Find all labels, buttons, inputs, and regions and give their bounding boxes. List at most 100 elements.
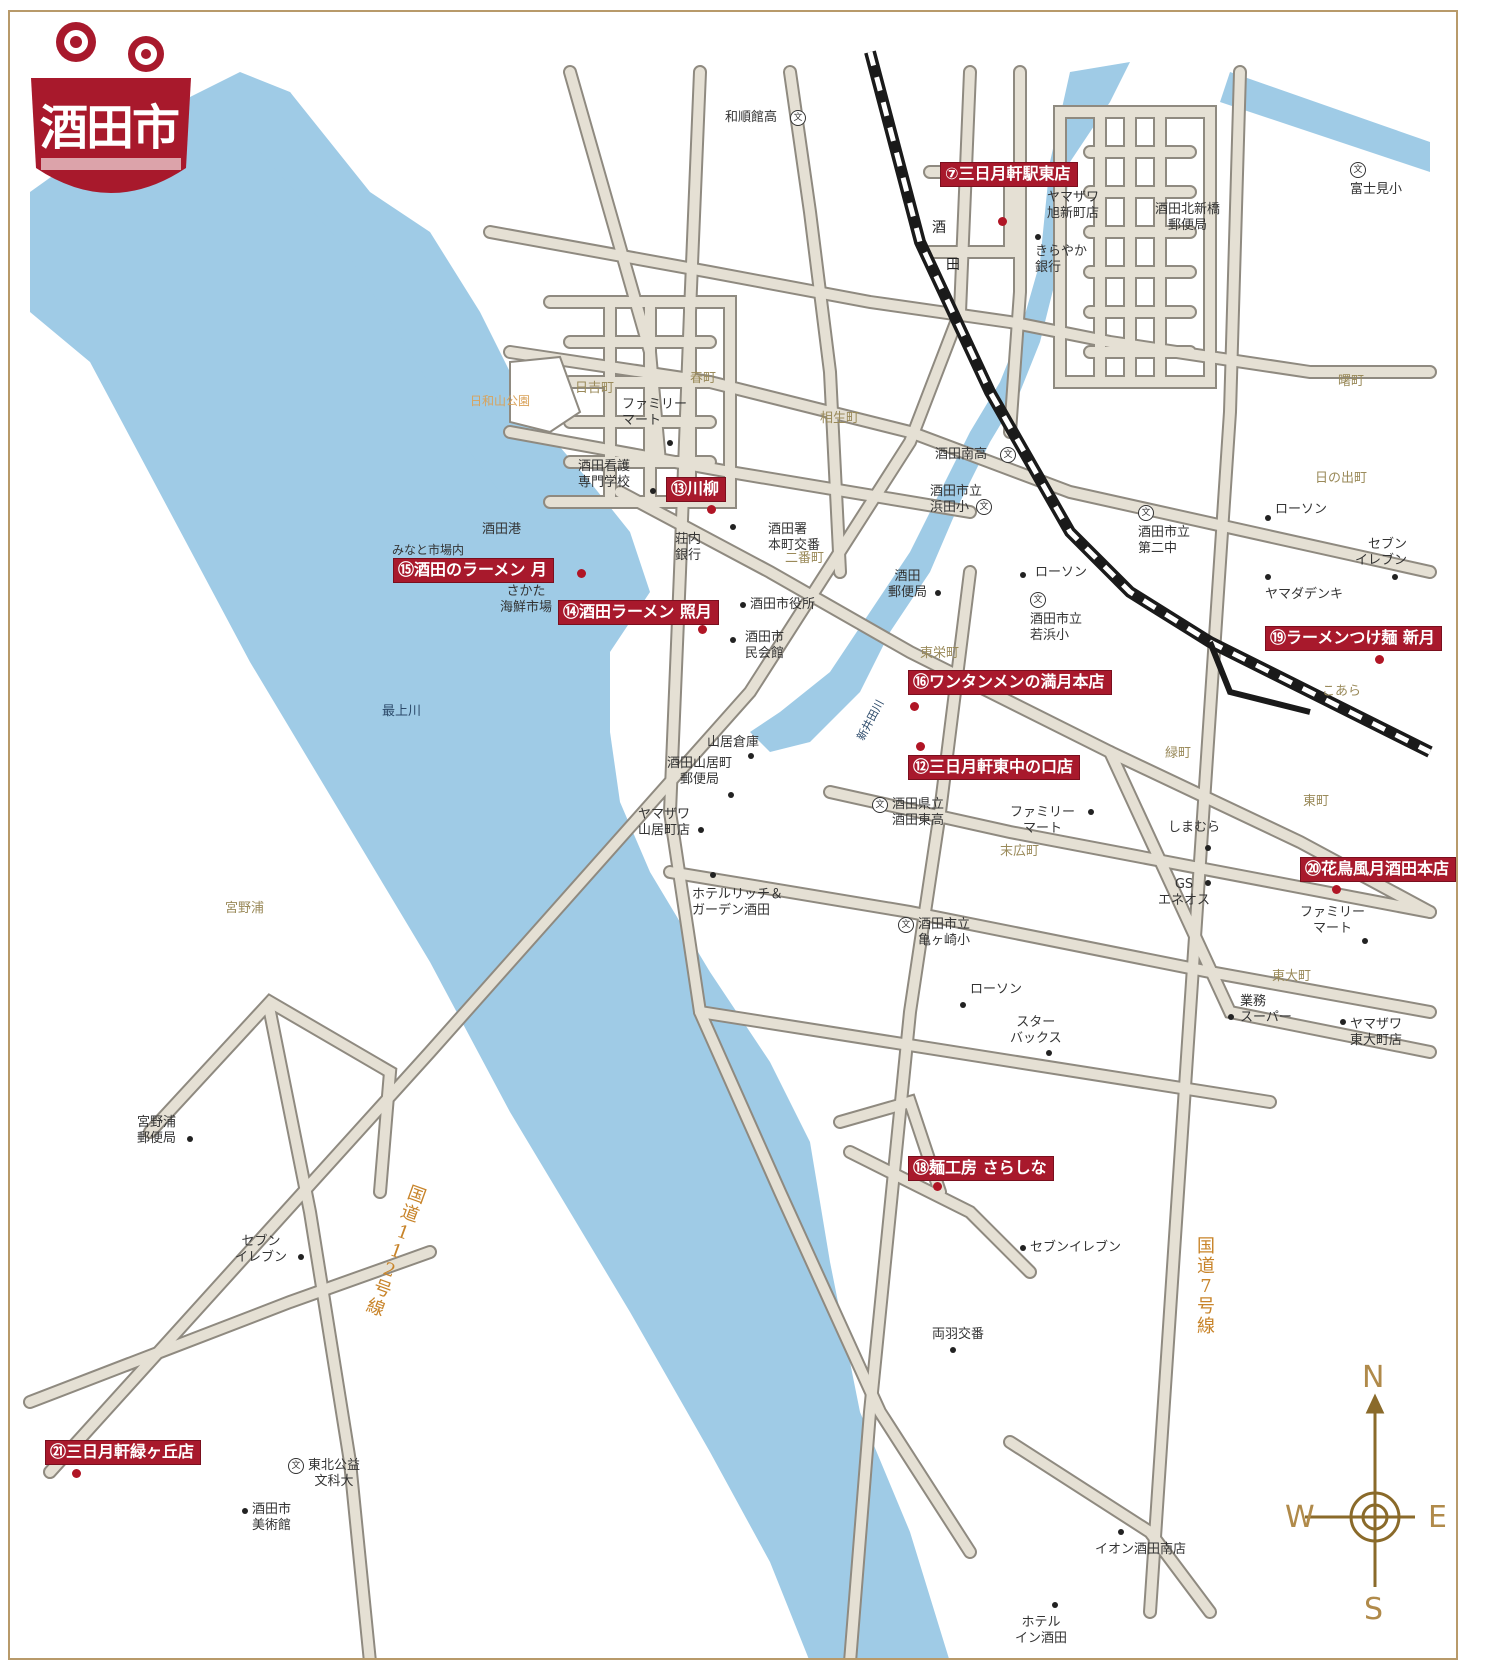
landmark-marker xyxy=(650,488,656,494)
shop-78-label[interactable]: ⑱麺工房 さらしな xyxy=(908,1156,1054,1181)
shop-74-marker[interactable] xyxy=(698,625,707,634)
district-higashiomachi: 東大町 xyxy=(1272,969,1312,984)
landmark-marker xyxy=(1205,880,1211,886)
shop-81-label[interactable]: ㉑三日月軒緑ヶ丘店 xyxy=(45,1440,202,1465)
landmark-yamazawa-higashiomachi: ヤマザワ 東大町店 xyxy=(1350,1017,1403,1048)
landmark-ryou-koban: 両羽交番 xyxy=(932,1327,985,1342)
shop-81-marker[interactable] xyxy=(72,1469,81,1478)
landmark-miyanoura-post: 宮野浦 郵便局 xyxy=(137,1115,177,1146)
shop-73-marker[interactable] xyxy=(707,505,716,514)
landmark-marker xyxy=(1228,1014,1234,1020)
landmark-marker xyxy=(698,827,704,833)
landmark-wajunkan-high: 和順館高 xyxy=(725,110,778,125)
map-canvas xyxy=(23,50,1437,1658)
landmark-fujimi-elem: 富士見小 xyxy=(1350,182,1403,197)
school-icon: 文 xyxy=(872,797,888,813)
shop-76-marker[interactable] xyxy=(910,702,919,711)
school-icon: 文 xyxy=(1030,592,1046,608)
landmark-hotel-rich: ホテルリッチ＆ ガーデン酒田 xyxy=(692,887,784,918)
shop-77-label[interactable]: ⑦三日月軒駅東店 xyxy=(940,162,1078,187)
shop-74-label[interactable]: ⑭酒田ラーメン 照月 xyxy=(558,600,719,625)
map-frame: 酒田市 酒 田 最上川 新井田川 日和山公園 日吉町 春町 相生町 二番町 東栄… xyxy=(8,10,1458,1660)
district-toeicho: 東栄町 xyxy=(920,646,960,661)
school-icon: 文 xyxy=(1350,162,1366,178)
landmark-marker xyxy=(728,792,734,798)
sakata-city-logo: 酒田市 xyxy=(26,18,196,208)
landmark-familymart-1: ファミリー マート xyxy=(622,397,688,428)
landmark-city-hall: 酒田市役所 xyxy=(750,597,816,612)
landmark-familymart-3: ファミリー マート xyxy=(1300,905,1366,936)
landmark-marker xyxy=(1265,515,1271,521)
station-label-1: 酒 xyxy=(932,220,946,236)
landmark-kaisen-market: さかた 海鮮市場 xyxy=(500,584,553,615)
landmark-yamada-denki: ヤマダデンキ xyxy=(1265,587,1344,602)
school-icon: 文 xyxy=(976,499,992,515)
landmark-yamazawa-asahi: ヤマザワ 旭新町店 xyxy=(1047,190,1100,221)
landmark-marker xyxy=(1205,845,1211,851)
landmark-seven-3: セブンイレブン xyxy=(1030,1240,1122,1255)
landmark-marker xyxy=(1020,572,1026,578)
landmark-art-museum: 酒田市 美術館 xyxy=(252,1502,292,1533)
landmark-kitashinbashi-post: 酒田北新橋 郵便局 xyxy=(1155,202,1221,233)
shop-79-label[interactable]: ⑲ラーメンつけ麺 新月 xyxy=(1265,626,1442,651)
landmark-shimamura: しまむら xyxy=(1168,820,1221,835)
landmark-marker xyxy=(242,1508,248,1514)
landmark-marker xyxy=(960,1002,966,1008)
landmark-marker xyxy=(748,753,754,759)
landmark-marker xyxy=(1340,1019,1346,1025)
compass-north: N xyxy=(1362,1360,1385,1395)
route-7-label: 国道7号線 xyxy=(1197,1236,1215,1337)
shop-72-marker[interactable] xyxy=(916,742,925,751)
landmark-marker xyxy=(710,872,716,878)
landmark-starbucks: スター バックス xyxy=(1010,1015,1062,1046)
school-icon: 文 xyxy=(288,1458,304,1474)
river-mogami: 最上川 xyxy=(382,704,422,719)
shop-80-marker[interactable] xyxy=(1332,885,1341,894)
landmark-hamada-elem: 酒田市立 浜田小 xyxy=(930,484,983,515)
shop-75-label[interactable]: ⑮酒田のラーメン 月 xyxy=(393,558,554,583)
railway-line xyxy=(864,50,1433,758)
district-hiyoshicho: 日吉町 xyxy=(575,381,615,396)
compass-east: E xyxy=(1428,1500,1447,1535)
landmark-marker xyxy=(730,524,736,530)
landmark-seven-2: セブン イレブン xyxy=(235,1234,288,1265)
shop-77-marker[interactable] xyxy=(998,217,1007,226)
shop-72-label[interactable]: ⑫三日月軒東中の口店 xyxy=(908,755,1081,780)
landmark-lawson-3: ローソン xyxy=(970,982,1023,997)
landmark-daini-junior: 酒田市立 第二中 xyxy=(1138,525,1191,556)
district-harumachi: 春町 xyxy=(690,371,717,386)
railway-branch xyxy=(1207,640,1311,715)
landmark-police-koban: 酒田署 本町交番 xyxy=(768,522,821,553)
landmark-hotel-inn: ホテル イン酒田 xyxy=(1015,1615,1068,1646)
district-higashicho: 東町 xyxy=(1303,794,1330,809)
shop-78-marker[interactable] xyxy=(933,1182,942,1191)
road-fill xyxy=(25,67,1435,1658)
shop-80-label[interactable]: ⑳花鳥風月酒田本店 xyxy=(1300,857,1456,882)
district-suehirocho: 末広町 xyxy=(1000,844,1040,859)
compass-south: S xyxy=(1364,1592,1384,1627)
landmark-civic-hall: 酒田市 民会館 xyxy=(745,630,785,661)
landmark-marker xyxy=(1052,1602,1058,1608)
shop-75-marker[interactable] xyxy=(577,569,586,578)
landmark-sakata-post: 酒田 郵便局 xyxy=(888,569,928,600)
shop-79-marker[interactable] xyxy=(1375,655,1384,664)
logo-graphic xyxy=(31,22,191,193)
school-icon: 文 xyxy=(898,917,914,933)
compass-west: W xyxy=(1285,1500,1315,1535)
landmark-higashi-high: 酒田県立 酒田東高 xyxy=(892,797,945,828)
landmark-sankyo-post: 酒田山居町 郵便局 xyxy=(667,756,733,787)
shop-76-label[interactable]: ⑯ワンタンメンの満月本店 xyxy=(908,670,1112,695)
district-koara: こあら xyxy=(1322,684,1362,699)
landmark-familymart-2: ファミリー マート xyxy=(1010,805,1076,836)
station-label-2: 田 xyxy=(946,257,960,273)
landmark-sankyo-soko: 山居倉庫 xyxy=(707,735,760,750)
shop-73-label[interactable]: ⑬川柳 xyxy=(666,477,727,502)
district-hinodecho: 日の出町 xyxy=(1315,471,1368,486)
landmark-seven-1: セブン イレブン xyxy=(1355,537,1408,568)
landmark-minato-market: みなと市場内 xyxy=(392,543,465,557)
landmark-marker xyxy=(1118,1529,1124,1535)
district-aioicho: 相生町 xyxy=(820,411,860,426)
landmark-lawson-2: ローソン xyxy=(1275,502,1328,517)
compass-rose xyxy=(1305,1393,1415,1587)
landmark-marker xyxy=(1392,574,1398,580)
